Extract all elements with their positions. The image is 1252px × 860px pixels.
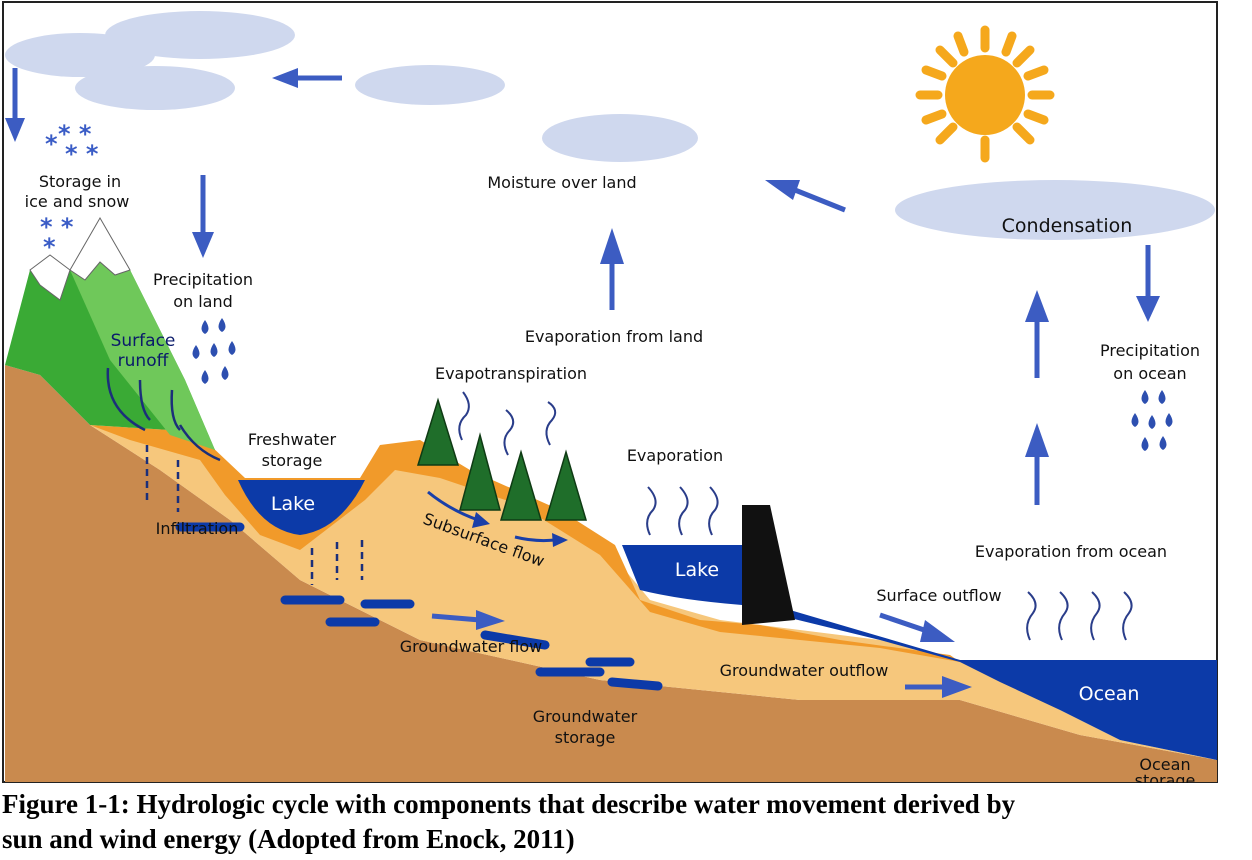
- precip-ocean-label-1: Precipitation: [1100, 341, 1200, 360]
- caption-line-2: sun and wind energy (Adopted from Enock,…: [2, 824, 575, 854]
- ocean-label: Ocean: [1079, 683, 1140, 705]
- svg-text:*: *: [45, 130, 58, 158]
- cloud-icon: [5, 11, 1215, 240]
- groundwater-storage-label-2: storage: [555, 728, 616, 747]
- infiltration-label: Infiltration: [156, 519, 239, 538]
- svg-text:*: *: [43, 233, 56, 261]
- storage-ice-label-1: Storage in: [39, 172, 121, 191]
- evap-from-ocean-label: Evaporation from ocean: [975, 542, 1167, 561]
- freshwater-label-1: Freshwater: [248, 430, 337, 449]
- freshwater-label-2: storage: [262, 451, 323, 470]
- moisture-over-land-label: Moisture over land: [487, 173, 636, 192]
- svg-text:* *: * *: [40, 213, 74, 241]
- lake-right-label: Lake: [675, 559, 719, 581]
- svg-text:* *: * *: [58, 120, 92, 148]
- lake-left: [238, 480, 365, 535]
- groundwater-flow-label: Groundwater flow: [400, 637, 542, 656]
- mountain-icon: [5, 216, 215, 450]
- storage-ice-label-2: ice and snow: [25, 192, 130, 211]
- ocean-water: [790, 610, 1217, 760]
- condensation-label: Condensation: [1002, 215, 1133, 237]
- raindrop-icon: [1131, 390, 1173, 451]
- raindrop-icon: [192, 318, 236, 384]
- groundwater-storage-label-1: Groundwater: [533, 707, 638, 726]
- tree-icon: [416, 397, 588, 521]
- evaporation-label: Evaporation: [627, 446, 723, 465]
- sun-icon: [915, 25, 1055, 163]
- surface-runoff-label-1: Surface: [111, 331, 176, 351]
- surface-outflow-label: Surface outflow: [876, 586, 1001, 605]
- precip-land-label-2: on land: [173, 292, 233, 311]
- ocean-storage-label-1: Ocean: [1139, 755, 1190, 774]
- svg-text:* *: * *: [65, 140, 99, 168]
- evapotranspiration-label: Evapotranspiration: [435, 364, 587, 383]
- precip-ocean-label-2: on ocean: [1113, 364, 1186, 383]
- evap-from-land-label: Evaporation from land: [525, 327, 703, 346]
- snowflake-icon: * * * * * * * *: [40, 120, 99, 261]
- precip-land-label-1: Precipitation: [153, 270, 253, 289]
- flow-arrows: [5, 68, 1160, 698]
- caption-background: [0, 783, 1252, 860]
- caption-line-1: Figure 1-1: Hydrologic cycle with compon…: [2, 789, 1016, 819]
- surface-runoff-label-2: runoff: [118, 351, 170, 371]
- groundwater-pockets: [175, 522, 663, 691]
- groundwater-outflow-label: Groundwater outflow: [720, 661, 889, 680]
- infiltration-arrows: [145, 445, 364, 585]
- evaporation-wavy-lines: [458, 391, 1133, 641]
- runoff-arrows: [106, 367, 221, 462]
- dam-icon: [742, 505, 795, 625]
- lake-left-label: Lake: [271, 493, 315, 515]
- lake-right: [622, 545, 742, 605]
